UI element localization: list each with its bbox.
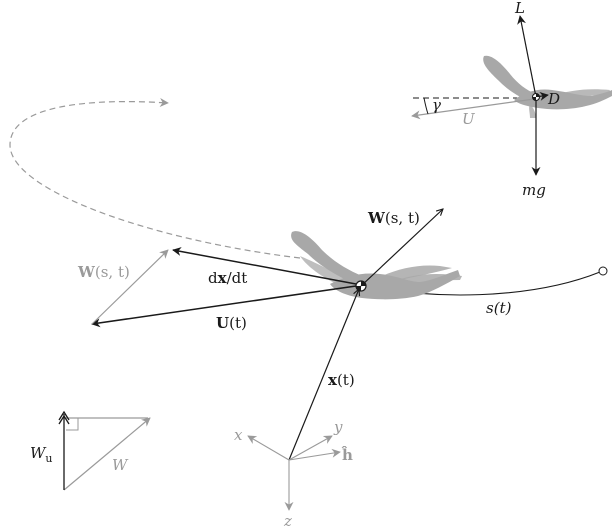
ground-velocity-dxdt-arrow	[172, 247, 357, 285]
bird-main-icon	[291, 231, 462, 300]
past-trajectory-dashed	[9, 97, 301, 259]
w-left-label: W(s, t)	[77, 263, 130, 281]
axis-y-label: y	[333, 418, 343, 436]
u-small-arrow	[411, 98, 535, 120]
coordinate-axes	[247, 435, 341, 511]
axis-z-label: z	[283, 512, 292, 529]
wind-w-arrow-left-gray	[91, 249, 169, 325]
w-tri-label: W	[112, 456, 129, 474]
forces-inset	[411, 15, 612, 176]
s-of-t-label: s(t)	[486, 299, 512, 317]
airspeed-u-arrow	[91, 285, 357, 328]
lift-label: L	[514, 0, 525, 17]
w-top-label: W(s, t)	[367, 209, 420, 227]
dxdt-label: dx/dt	[208, 269, 247, 287]
weight-label: mg	[522, 181, 546, 199]
bird-inset-icon	[483, 55, 612, 118]
position-x-arrow	[288, 289, 359, 461]
trajectory-end-marker	[598, 266, 608, 276]
gamma-angle-arc	[423, 97, 429, 115]
wind-w-tri-arrow	[63, 417, 151, 491]
axis-x-line	[247, 435, 290, 461]
axis-h-label: ĥ	[341, 446, 353, 464]
u-small-label: U	[462, 110, 476, 128]
drag-label: D	[547, 90, 560, 108]
wind-triangle	[58, 410, 151, 491]
right-angle-box	[66, 418, 79, 431]
axis-h-line	[288, 448, 341, 461]
axis-y-line	[288, 435, 333, 461]
wu-label: Wu	[30, 444, 53, 465]
double-arrowhead	[58, 410, 70, 425]
u-label: U(t)	[216, 314, 247, 332]
x-of-t-label: x(t)	[328, 371, 355, 389]
axis-x-label: x	[234, 426, 243, 444]
gamma-label: γ	[432, 96, 441, 114]
wind-w-arrow-top	[360, 209, 443, 287]
lift-arrow	[517, 15, 537, 98]
